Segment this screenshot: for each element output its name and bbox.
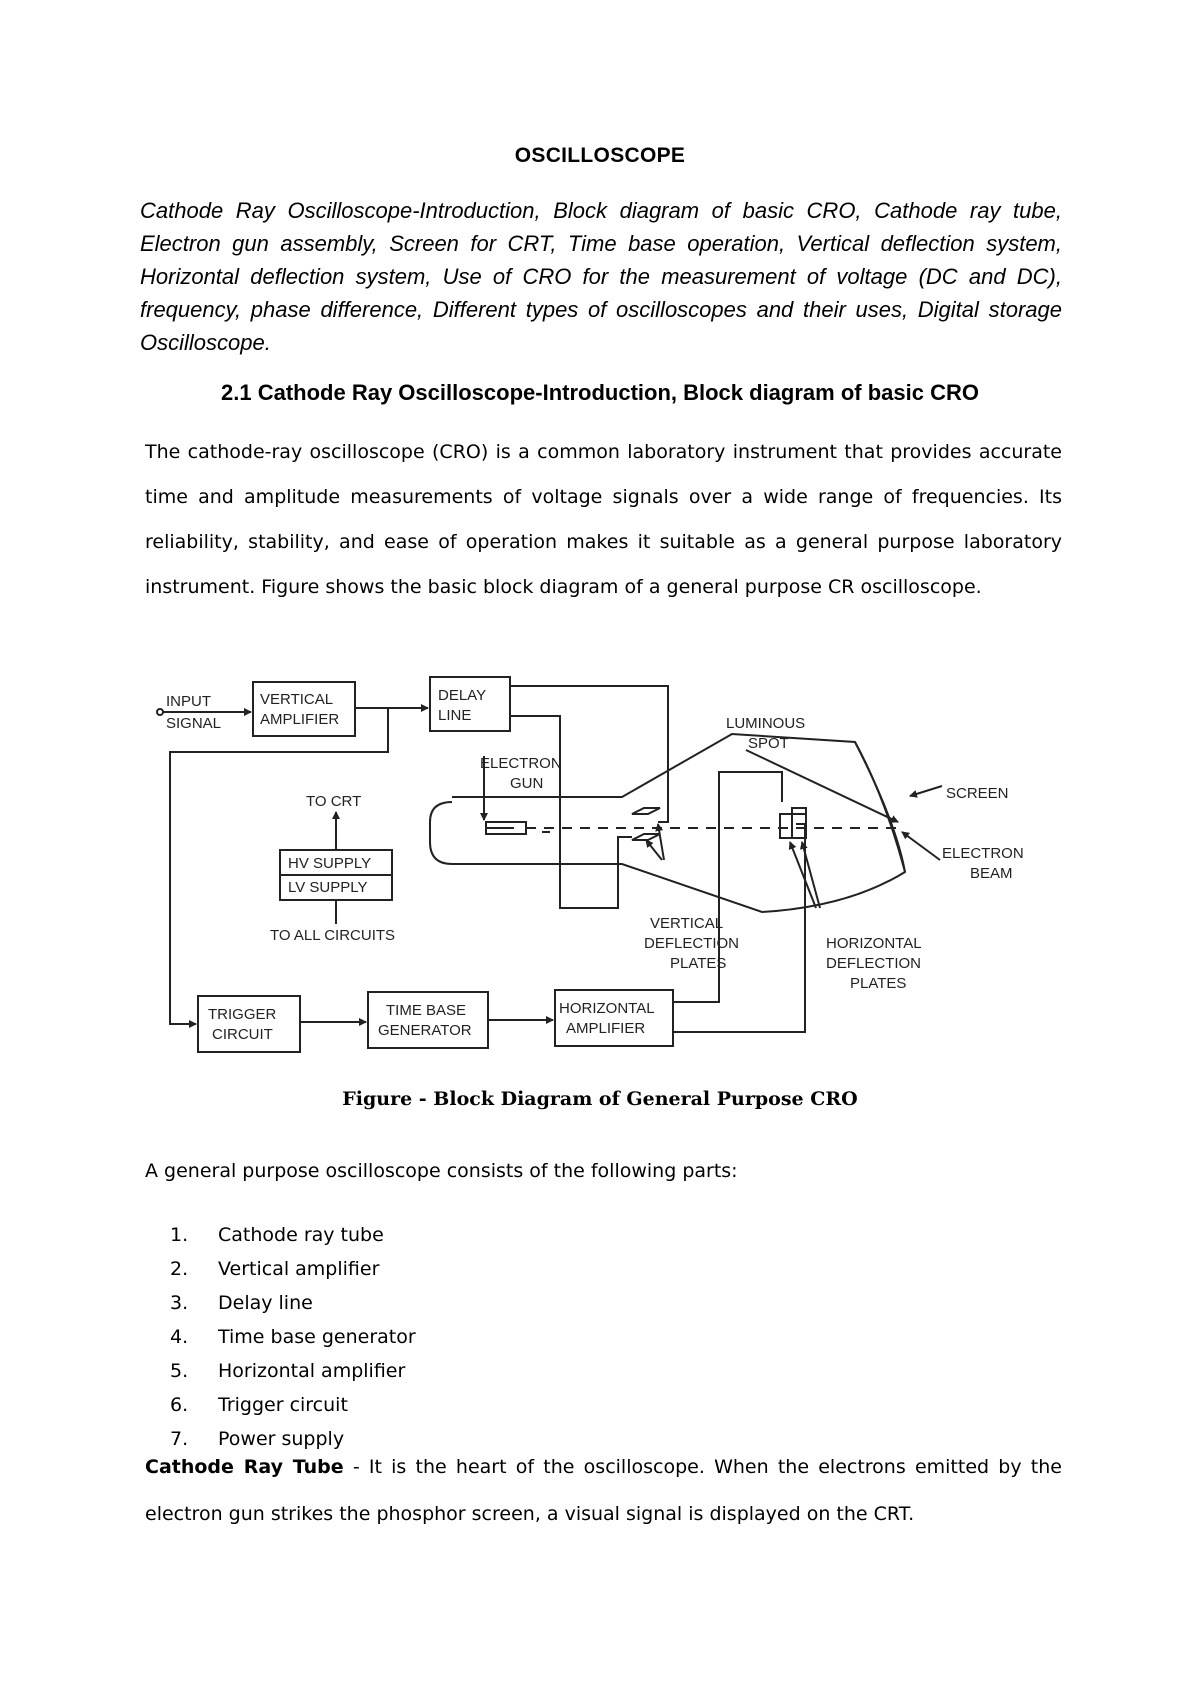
label-vdp-1: VERTICAL: [650, 915, 723, 932]
label-luminous-1: LUMINOUS: [726, 715, 805, 732]
list-item: 7. Power supply: [170, 1422, 416, 1456]
list-item: 5. Horizontal amplifier: [170, 1354, 416, 1388]
label-timebase-2: GENERATOR: [378, 1022, 472, 1039]
trigger-circuit-block: [197, 995, 301, 1053]
list-number: 1.: [170, 1224, 189, 1246]
label-hamp-2: AMPLIFIER: [566, 1020, 645, 1037]
list-text: Horizontal amplifier: [218, 1360, 406, 1382]
label-electron-beam-1: ELECTRON: [942, 845, 1024, 862]
label-electron-gun-1: ELECTRON: [480, 755, 562, 772]
figure-caption: Figure - Block Diagram of General Purpos…: [342, 1088, 858, 1110]
label-trigger-2: CIRCUIT: [212, 1026, 273, 1043]
label-screen: SCREEN: [946, 785, 1009, 802]
cro-block-diagram: INPUT SIGNAL VERTICAL AMPLIFIER DELAY LI…: [150, 672, 1050, 1072]
intro-paragraph: The cathode-ray oscilloscope (CRO) is a …: [145, 441, 1062, 598]
label-vertical-amp-1: VERTICAL: [260, 691, 333, 708]
list-item: 4. Time base generator: [170, 1320, 416, 1354]
label-electron-gun-2: GUN: [510, 775, 543, 792]
list-text: Cathode ray tube: [218, 1224, 384, 1246]
list-text: Time base generator: [218, 1326, 416, 1348]
label-electron-beam-2: BEAM: [970, 865, 1013, 882]
syllabus-intro: Cathode Ray Oscilloscope-Introduction, B…: [140, 198, 1062, 355]
list-number: 4.: [170, 1326, 189, 1348]
label-hamp-1: HORIZONTAL: [559, 1000, 655, 1017]
page-title: OSCILLOSCOPE: [514, 144, 686, 167]
label-vdp-2: DEFLECTION: [644, 935, 739, 952]
list-number: 2.: [170, 1258, 189, 1280]
label-input: INPUT: [166, 693, 211, 710]
list-item: 6. Trigger circuit: [170, 1388, 416, 1422]
list-item: 3. Delay line: [170, 1286, 416, 1320]
label-lv-supply: LV SUPPLY: [288, 879, 367, 896]
list-number: 7.: [170, 1428, 189, 1450]
list-item: 1. Cathode ray tube: [170, 1218, 416, 1252]
list-number: 3.: [170, 1292, 189, 1314]
crt-description: - It is the heart of the oscilloscope. W…: [145, 1456, 1062, 1525]
label-hv-supply: HV SUPPLY: [288, 855, 371, 872]
horizontal-amplifier-block: [554, 989, 674, 1047]
section-heading: 2.1 Cathode Ray Oscilloscope-Introductio…: [221, 380, 979, 405]
list-text: Trigger circuit: [218, 1394, 348, 1416]
label-signal: SIGNAL: [166, 715, 221, 732]
label-timebase-1: TIME BASE: [386, 1002, 466, 1019]
label-hdp-1: HORIZONTAL: [826, 935, 922, 952]
parts-list: 1.Cathode ray tube 2.Vertical amplifier …: [170, 1218, 416, 1456]
time-base-generator-block: [367, 991, 489, 1049]
label-hdp-3: PLATES: [850, 975, 906, 992]
label-delay-1: DELAY: [438, 687, 486, 704]
label-delay-2: LINE: [438, 707, 471, 724]
label-vertical-amp-2: AMPLIFIER: [260, 711, 339, 728]
list-number: 5.: [170, 1360, 189, 1382]
list-text: Vertical amplifier: [218, 1258, 380, 1280]
list-text: Power supply: [218, 1428, 345, 1450]
label-to-all-circuits: TO ALL CIRCUITS: [270, 927, 395, 944]
label-vdp-3: PLATES: [670, 955, 726, 972]
list-text: Delay line: [218, 1292, 313, 1314]
label-luminous-2: SPOT: [748, 735, 789, 752]
label-hdp-2: DEFLECTION: [826, 955, 921, 972]
label-to-crt: TO CRT: [306, 793, 361, 810]
crt-paragraph: Cathode Ray Tube - It is the heart of th…: [145, 1444, 1062, 1538]
list-number: 6.: [170, 1394, 189, 1416]
label-trigger-1: TRIGGER: [208, 1006, 277, 1023]
crt-term: Cathode Ray Tube: [145, 1456, 344, 1478]
delay-line-block: [429, 676, 511, 732]
list-item: 2. Vertical amplifier: [170, 1252, 416, 1286]
parts-lead: A general purpose oscilloscope consists …: [145, 1160, 738, 1182]
